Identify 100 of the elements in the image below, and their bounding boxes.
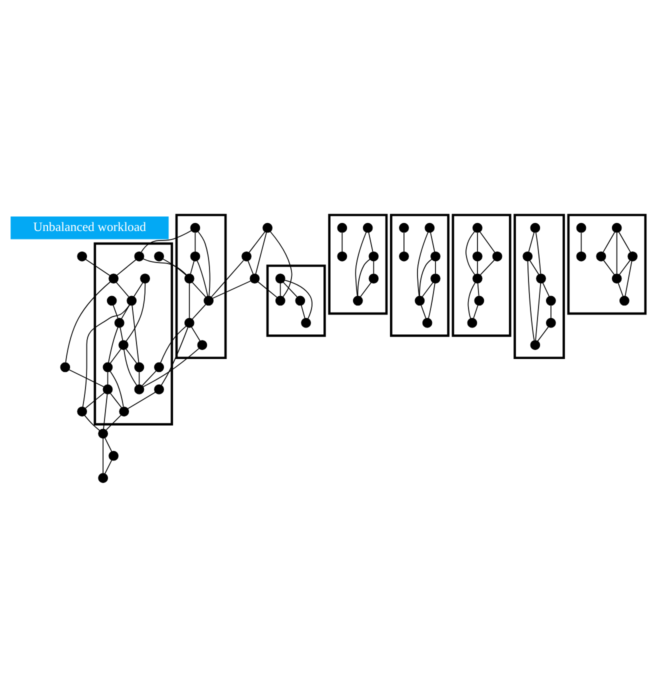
node-circle — [134, 362, 144, 372]
connector — [134, 282, 144, 297]
connector — [85, 258, 110, 276]
node-circle — [262, 222, 272, 233]
node-circle — [414, 296, 425, 306]
node-circle — [530, 340, 540, 350]
node-circle — [154, 362, 164, 372]
connector — [82, 304, 130, 408]
connector — [142, 258, 187, 276]
connector — [248, 260, 254, 274]
connector — [300, 304, 306, 319]
connector — [110, 392, 122, 408]
node-box: Unbalanced workload — [10, 216, 169, 240]
connector — [284, 280, 312, 320]
cluster — [514, 214, 565, 360]
node-circle — [424, 222, 435, 233]
connector — [212, 280, 252, 299]
cluster — [266, 264, 326, 337]
connector — [616, 232, 618, 274]
connector — [419, 258, 432, 296]
connector — [527, 260, 535, 341]
connector — [104, 460, 112, 474]
connector — [618, 260, 630, 276]
node-circle — [134, 251, 144, 262]
connector — [618, 282, 624, 297]
node-circle — [275, 274, 286, 284]
node-circle — [118, 340, 128, 350]
node-circle — [472, 274, 482, 284]
connector — [211, 260, 244, 298]
node-circle — [337, 222, 348, 233]
connector — [368, 232, 374, 252]
connector — [355, 232, 367, 296]
node-circle — [250, 274, 260, 284]
connector — [142, 370, 157, 386]
connector — [68, 369, 104, 388]
node-circle — [119, 406, 130, 416]
node-circle — [546, 296, 556, 306]
node-circle — [114, 318, 124, 328]
connector — [84, 415, 100, 431]
connector — [530, 260, 540, 275]
connector — [248, 231, 266, 253]
node-circle — [596, 251, 606, 262]
node-circle — [106, 296, 117, 306]
connector — [160, 326, 186, 364]
node-circle — [77, 406, 88, 416]
node-circle — [467, 318, 478, 328]
node-circle — [126, 296, 137, 306]
node-circle — [368, 251, 379, 262]
connector — [255, 232, 267, 274]
connector — [535, 282, 542, 341]
connector — [466, 231, 476, 276]
node-circle — [190, 251, 200, 262]
node-circle — [337, 251, 348, 262]
connector — [160, 327, 188, 386]
node-circle — [612, 274, 622, 284]
connector — [422, 282, 434, 298]
node-circle — [422, 318, 432, 328]
node-circle — [190, 222, 200, 233]
connector — [198, 231, 210, 296]
connector — [106, 414, 122, 430]
connector — [477, 282, 480, 296]
node-circle — [102, 362, 113, 372]
connector — [428, 282, 436, 319]
connector — [126, 348, 138, 364]
connector — [116, 259, 136, 276]
connector — [110, 370, 124, 408]
node-circle — [612, 222, 622, 233]
connector — [473, 304, 478, 319]
node-circle — [184, 274, 194, 284]
connector — [191, 326, 200, 342]
node-circle — [295, 296, 306, 306]
connector — [127, 392, 156, 410]
node-circle — [154, 384, 164, 394]
node-circle — [474, 296, 484, 306]
node-circle — [619, 296, 630, 306]
connector — [194, 232, 196, 252]
cluster — [390, 214, 450, 337]
connector — [138, 372, 140, 385]
connector — [602, 232, 616, 253]
node-circle — [134, 384, 144, 394]
node-circle — [576, 222, 586, 233]
node-circle — [197, 340, 208, 350]
node-circle — [399, 251, 409, 262]
connector — [124, 349, 138, 386]
node-circle — [362, 222, 373, 233]
node-circle — [154, 251, 164, 262]
connector — [420, 304, 426, 319]
connector — [85, 392, 105, 409]
node-circle — [576, 251, 586, 262]
connector — [480, 232, 496, 253]
node-circle — [536, 274, 546, 284]
node-circle — [472, 222, 482, 233]
node-circle — [546, 318, 556, 328]
node-circle — [102, 384, 113, 394]
connector — [120, 327, 124, 341]
node-circle — [108, 274, 119, 284]
connector — [280, 282, 281, 296]
connector — [142, 348, 200, 388]
node-circle — [530, 222, 540, 233]
connector — [102, 438, 104, 474]
